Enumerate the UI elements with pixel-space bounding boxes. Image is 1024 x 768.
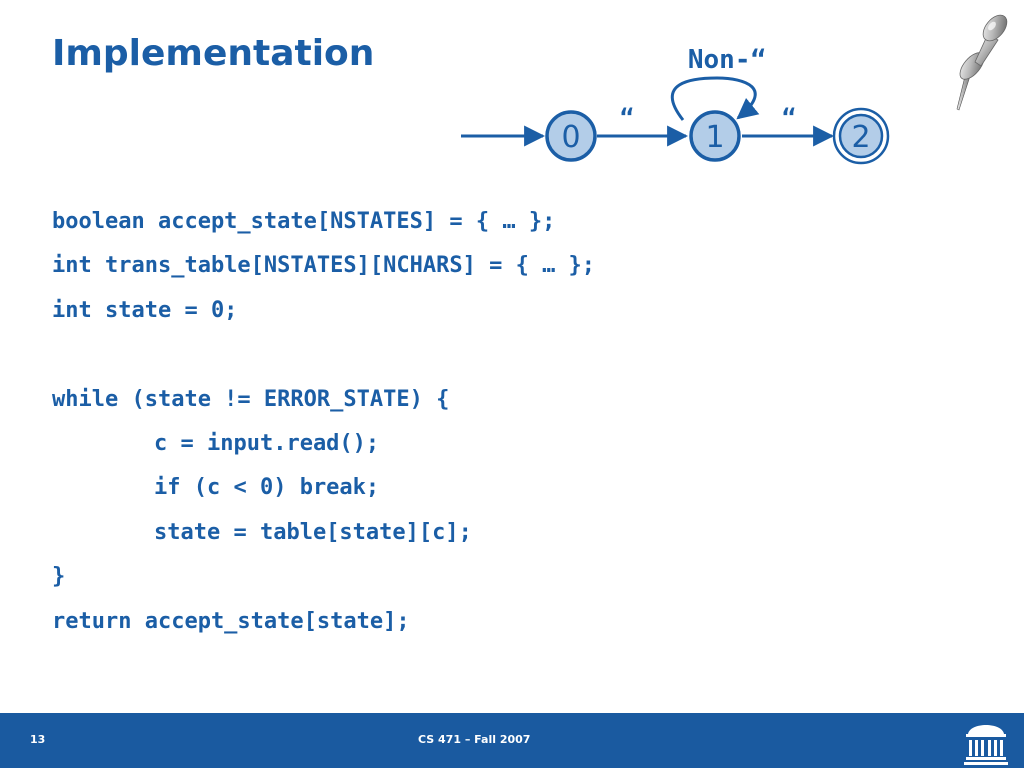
code-line: } [52, 564, 66, 590]
state-0: 0 [545, 110, 597, 162]
slide-number: 13 [30, 733, 46, 746]
code-line: int state = 0; [52, 297, 238, 323]
code-line: if (c < 0) break; [154, 475, 380, 501]
state-1: 1 [689, 110, 741, 162]
code-line: c = input.read(); [154, 430, 380, 456]
state-1-label: 1 [705, 120, 724, 155]
university-rotunda-logo-icon [964, 725, 1008, 765]
code-line: state = table[state][c]; [154, 519, 472, 545]
self-loop-label: Non-“ [688, 45, 766, 75]
code-line: while (state != ERROR_STATE) { [52, 386, 450, 412]
edge-1-2-label: “ [782, 104, 796, 132]
code-block: boolean accept_state[NSTATES] = { … }; i… [52, 200, 595, 644]
code-line: int trans_table[NSTATES][NCHARS] = { … }… [52, 253, 596, 279]
footer-bar: 13 CS 471 – Fall 2007 [0, 713, 1024, 768]
course-label: CS 471 – Fall 2007 [418, 733, 531, 746]
state-2-accepting: 2 [832, 107, 890, 165]
dfa-diagram: 0 1 2 “ “ Non-“ [461, 45, 890, 165]
pushpin-icon [956, 14, 1008, 111]
self-loop-1 [670, 76, 760, 121]
state-2-label: 2 [851, 120, 870, 155]
state-0-label: 0 [561, 120, 580, 155]
code-line [52, 333, 595, 377]
edge-0-1-label: “ [620, 104, 634, 132]
code-line: return accept_state[state]; [52, 608, 410, 634]
code-line: boolean accept_state[NSTATES] = { … }; [52, 209, 556, 234]
slide-title: Implementation [52, 33, 375, 74]
